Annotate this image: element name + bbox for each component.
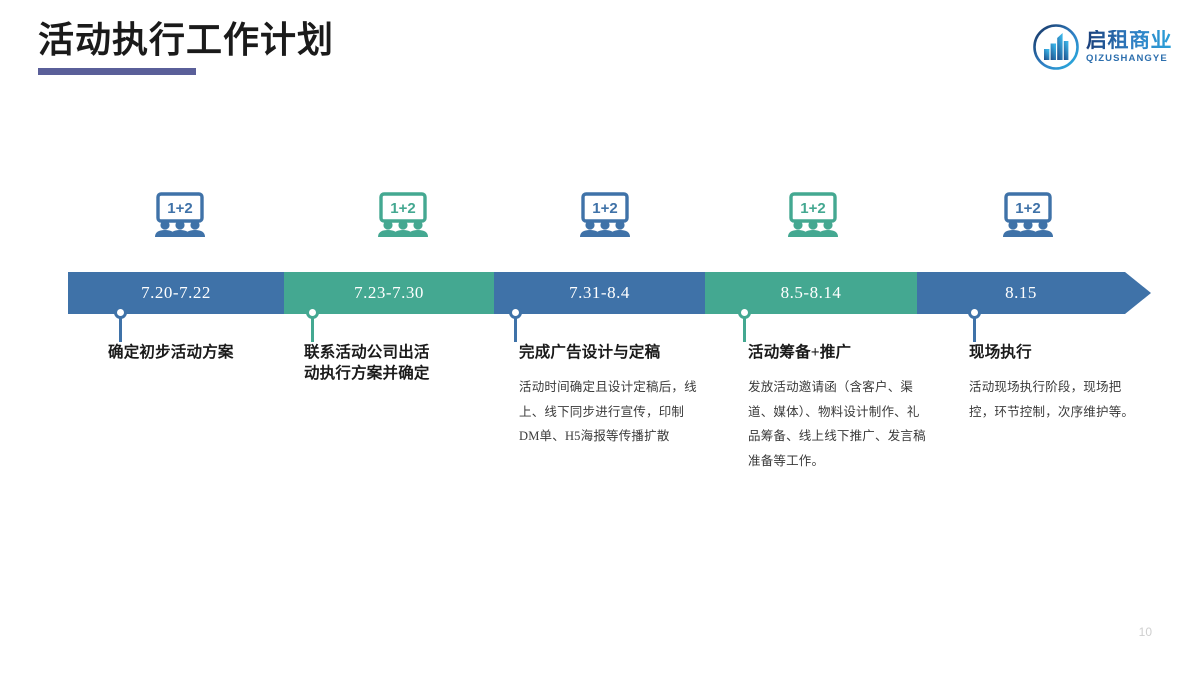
- timeline-step-block-5: 现场执行 活动现场执行阶段，现场把控，环节控制，次序维护等。: [969, 342, 1139, 424]
- presentation-audience-icon: 1+2: [152, 192, 208, 238]
- presentation-audience-icon: 1+2: [785, 192, 841, 238]
- segment-period-label: 7.23-7.30: [354, 283, 424, 302]
- segment-period-label: 7.31-8.4: [569, 283, 630, 302]
- timeline-pin-1: [113, 306, 127, 342]
- page-title-group: 活动执行工作计划: [38, 18, 334, 75]
- page-number: 10: [1138, 625, 1152, 639]
- step-heading: 活动筹备+推广: [748, 344, 852, 361]
- step-heading: 联系活动公司出活 动执行方案并确定: [304, 344, 430, 383]
- svg-text:1+2: 1+2: [592, 200, 617, 217]
- svg-text:1+2: 1+2: [1015, 200, 1040, 217]
- timeline-segment-2[interactable]: 7.23-7.30: [284, 272, 494, 314]
- presentation-audience-icon: 1+2: [375, 192, 431, 238]
- timeline-segment-5[interactable]: 8.15: [917, 272, 1125, 314]
- step-heading: 现场执行: [969, 344, 1032, 361]
- timeline-arrow-head-icon: [1125, 272, 1151, 314]
- segment-period-label: 8.5-8.14: [780, 283, 842, 302]
- title-underline-rule: [38, 68, 196, 75]
- svg-text:1+2: 1+2: [800, 200, 825, 217]
- timeline-pin-2: [305, 306, 319, 342]
- step-heading: 完成广告设计与定稿: [519, 344, 661, 361]
- presentation-audience-icon: 1+2: [577, 192, 633, 238]
- svg-text:1+2: 1+2: [390, 200, 415, 217]
- segment-period-label: 8.15: [1005, 283, 1037, 302]
- step-body: 发放活动邀请函（含客户、渠道、媒体）、物料设计制作、礼品筹备、线上线下推广、发言…: [748, 380, 926, 468]
- step-heading: 确定初步活动方案: [108, 344, 234, 361]
- brand-logo-text: 启租商业 QIZUSHANGYE: [1086, 30, 1172, 64]
- timeline-step-block-2: 联系活动公司出活 动执行方案并确定: [304, 342, 479, 397]
- timeline-segment-3[interactable]: 7.31-8.4: [494, 272, 705, 314]
- timeline-pin-5: [967, 306, 981, 342]
- timeline-step-block-3: 完成广告设计与定稿 活动时间确定且设计定稿后，线上、线下同步进行宣传，印制DM单…: [519, 342, 699, 449]
- building-circle-logo-icon: [1033, 24, 1079, 70]
- brand-name-cn: 启租商业: [1086, 29, 1172, 53]
- timeline-step-block-1: 确定初步活动方案: [108, 342, 293, 375]
- presentation-audience-icon: 1+2: [1000, 192, 1056, 238]
- timeline-bar: 7.20-7.22 7.23-7.30 7.31-8.4 8.5-8.14 8.…: [68, 272, 1151, 314]
- brand-name-en: QIZUSHANGYE: [1086, 53, 1168, 65]
- page-title: 活动执行工作计划: [38, 20, 335, 60]
- icon-label-text: 1+2: [167, 200, 192, 217]
- brand-logo: 启租商业 QIZUSHANGYE: [1033, 24, 1172, 70]
- timeline-segment-1[interactable]: 7.20-7.22: [68, 272, 284, 314]
- step-body: 活动现场执行阶段，现场把控，环节控制，次序维护等。: [969, 380, 1135, 419]
- step-body: 活动时间确定且设计定稿后，线上、线下同步进行宣传，印制DM单、H5海报等传播扩散: [519, 380, 697, 444]
- timeline-pin-4: [737, 306, 751, 342]
- timeline-step-block-4: 活动筹备+推广 发放活动邀请函（含客户、渠道、媒体）、物料设计制作、礼品筹备、线…: [748, 342, 926, 473]
- timeline-pin-3: [508, 306, 522, 342]
- segment-period-label: 7.20-7.22: [141, 283, 211, 302]
